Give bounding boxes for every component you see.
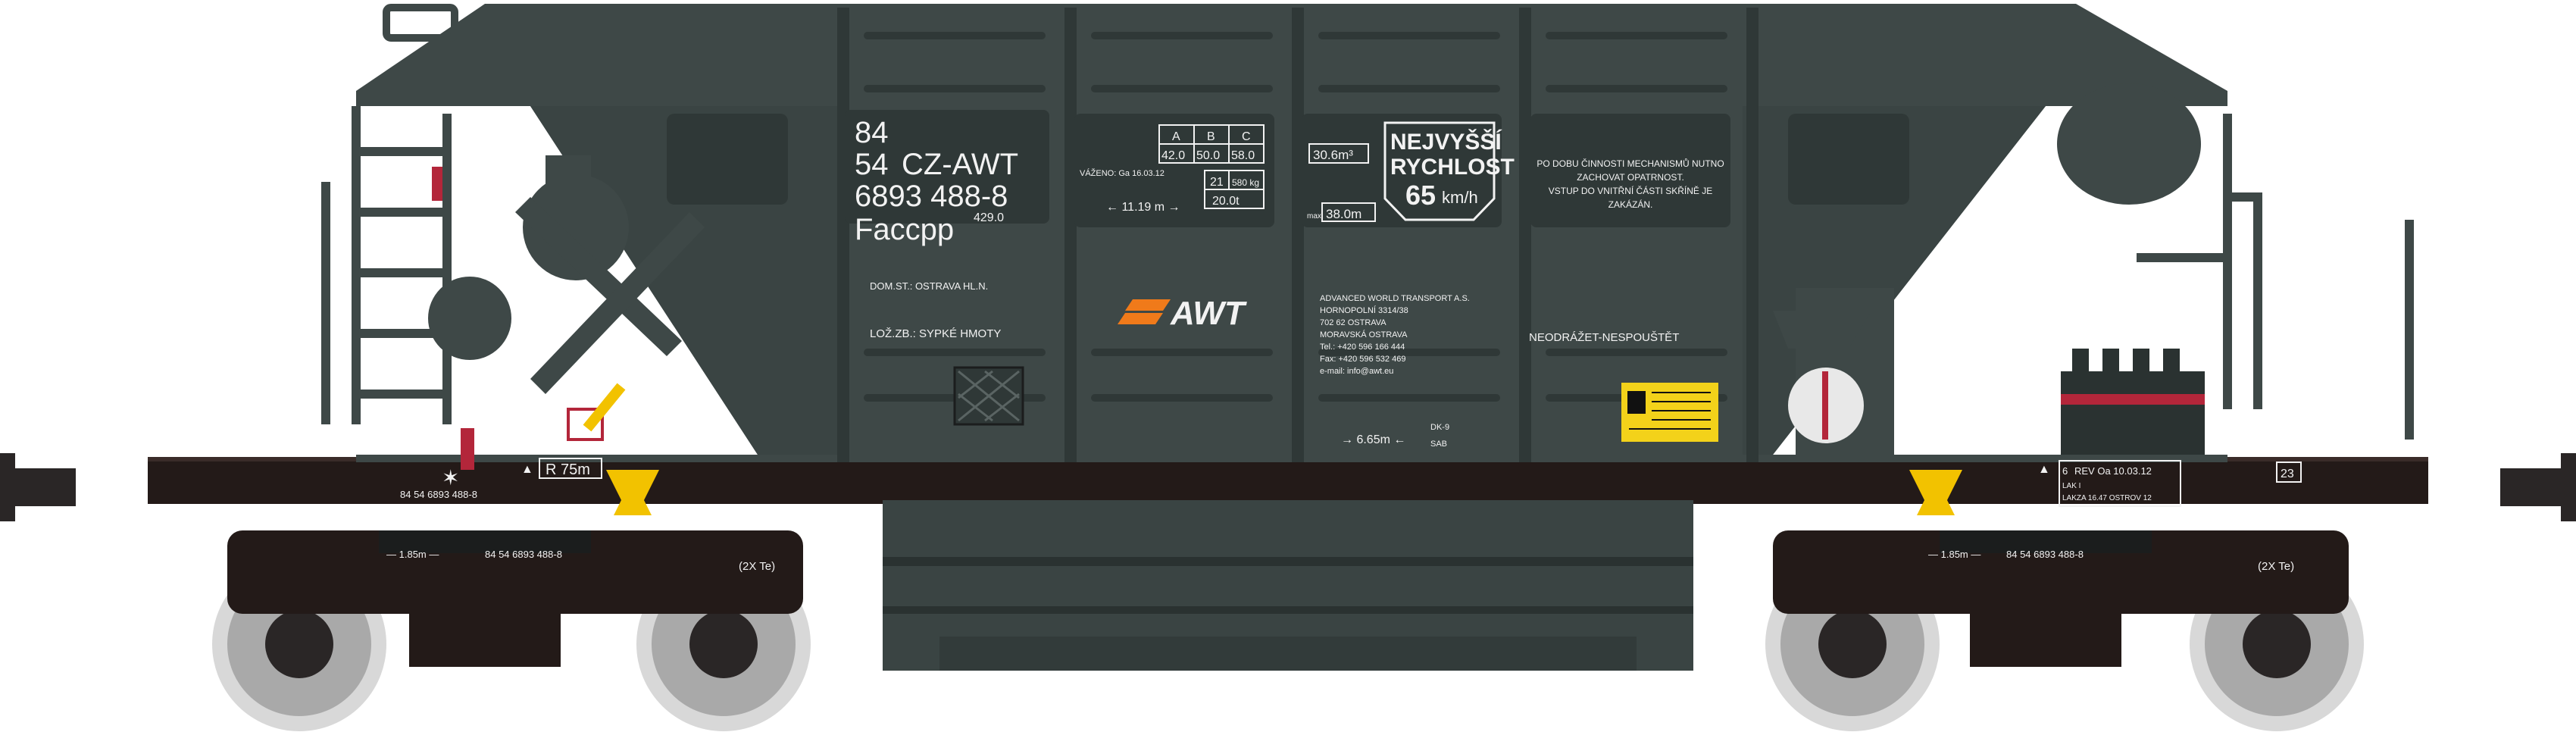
lifting-point-right: [1909, 470, 1962, 515]
awt-logo: AWT: [1118, 295, 1247, 332]
volume-capacity: 30.6m³: [1313, 148, 1353, 162]
lifting-point-left: [606, 470, 659, 515]
load-table-header-c: C: [1242, 130, 1251, 143]
bogie-left: [212, 530, 811, 731]
weighing-date: VÁŽENO: Ga 16.03.12: [1080, 168, 1165, 178]
address-line: ADVANCED WORLD TRANSPORT A.S.: [1320, 294, 1470, 303]
capacity-speed-panel: 30.6m³ max 38.0m NEJVYŠŠÍ RYCHLOST 65 km…: [1302, 114, 1515, 227]
revision-panel: 6 REV Oa 10.03.12 LAK I LAKZA 16.47 OSTR…: [2059, 460, 2181, 507]
load-table-row2-right: 580 kg: [1232, 177, 1259, 188]
max-speed-value: 65: [1405, 180, 1436, 211]
floor-area: 38.0m: [1326, 207, 1361, 221]
floor-area-prefix: max: [1307, 212, 1321, 221]
safety-notice-line: VSTUP DO VNITŘNÍ ČÁSTI SKŘÍNĚ JE: [1549, 185, 1712, 196]
brake-release-handle: [461, 428, 474, 470]
no-hump-shunting: NEODRÁŽET-NESPOUŠTĚT: [1529, 331, 1679, 344]
home-station: DOM.ST.: OSTRAVA HL.N.: [870, 280, 988, 292]
length-over-buffers: ← 11.19 m →: [1106, 201, 1180, 214]
revision-line: LAK I: [2062, 482, 2080, 490]
corner-number: 23: [2281, 468, 2294, 480]
curve-radius-marking: R 75m: [539, 458, 602, 479]
tare-weight: 20.0t: [1212, 195, 1240, 208]
company-address: ADVANCED WORLD TRANSPORT A.S. HORNOPOLNÍ…: [1320, 294, 1470, 376]
bogie-marking-left: (2X Te): [739, 560, 775, 573]
yellow-info-label: [1621, 383, 1718, 442]
dk-code: DK-9: [1430, 423, 1449, 432]
max-speed-title-1: NEJVYŠŠÍ: [1390, 129, 1502, 155]
safety-notice-line: PO DOBU ČINNOSTI MECHANISMŮ NUTNO: [1537, 158, 1724, 169]
address-line: Tel.: +420 596 166 444: [1320, 343, 1405, 352]
class-code-superscript: 429.0: [974, 211, 1004, 224]
address-line: HORNOPOLNÍ 3314/38: [1320, 305, 1408, 315]
bogie-number-left: 84 54 6893 488-8: [485, 549, 562, 560]
arrow-marker-right: ▲: [2038, 463, 2050, 476]
revision-prefix: 6: [2062, 465, 2068, 477]
load-table-value-c: 58.0: [1231, 149, 1255, 162]
wagon-body: [321, 4, 2414, 462]
address-line: MORAVSKÁ OSTRAVA: [1320, 330, 1408, 339]
load-table-panel: A B C 42.0 50.0 58.0 21 580 kg 20.0t VÁŽ…: [1074, 114, 1274, 227]
load-table-value-b: 50.0: [1196, 149, 1220, 162]
keeper-marking: CZ-AWT: [902, 148, 1018, 181]
jacking-point-icon: ✶: [442, 466, 459, 490]
bogie-number-right: 84 54 6893 488-8: [2006, 549, 2084, 560]
bogie-pitch-right: — 1.85m —: [1928, 549, 1980, 560]
address-line: e-mail: info@awt.eu: [1320, 367, 1393, 376]
safety-notice-line: ZACHOVAT OPATRNOST.: [1577, 172, 1684, 183]
buffer-left: [0, 453, 15, 521]
frame-number: 84 54 6893 488-8: [400, 489, 477, 500]
brake-cylinder: [523, 174, 629, 280]
arrow-marker-left: ▲: [521, 463, 533, 476]
load-table-value-a: 42.0: [1161, 149, 1185, 162]
sole-bar: [148, 457, 2428, 504]
bogie-pitch-left: — 1.85m —: [386, 549, 439, 560]
uic-number-line-1: 84: [855, 116, 889, 149]
sab-code: SAB: [1430, 440, 1447, 449]
curve-radius: R 75m: [546, 461, 590, 478]
max-speed-unit: km/h: [1442, 188, 1478, 207]
safety-notice-panel: PO DOBU ČINNOSTI MECHANISMŮ NUTNO ZACHOV…: [1530, 114, 1730, 227]
bogie-distance: → 6.65m ←: [1341, 433, 1405, 446]
address-line: Fax: +420 596 532 469: [1320, 355, 1405, 364]
load-table-header-b: B: [1207, 130, 1215, 143]
awt-logo-text: AWT: [1170, 295, 1247, 332]
bogie-marking-right: (2X Te): [2258, 560, 2294, 573]
address-line: 702 62 OSTRAVA: [1320, 318, 1386, 327]
max-speed-title-2: RYCHLOST: [1390, 155, 1515, 180]
revision-line: LAKZA 16.47 OSTROV 12: [2062, 494, 2152, 502]
buffer-right: [2561, 453, 2576, 521]
handbrake-box: [2061, 371, 2205, 455]
uic-number-line-3: 6893 488-8: [855, 180, 1008, 213]
class-code: Faccpp: [855, 213, 954, 246]
load-type: LOŽ.ZB.: SYPKÉ HMOTY: [870, 327, 1001, 340]
revision-date: REV Oa 10.03.12: [2074, 465, 2152, 477]
uic-number-line-2: 54: [855, 148, 889, 181]
load-table-header-a: A: [1172, 130, 1180, 143]
safety-notice-line: ZAKÁZÁN.: [1608, 199, 1653, 210]
load-table-row2-left: 21: [1210, 176, 1224, 189]
air-reservoir: [2057, 83, 2201, 205]
number-panel: 84 54 CZ-AWT 6893 488-8 Faccpp 429.0: [845, 110, 1049, 246]
bogie-right: [1765, 530, 2364, 731]
